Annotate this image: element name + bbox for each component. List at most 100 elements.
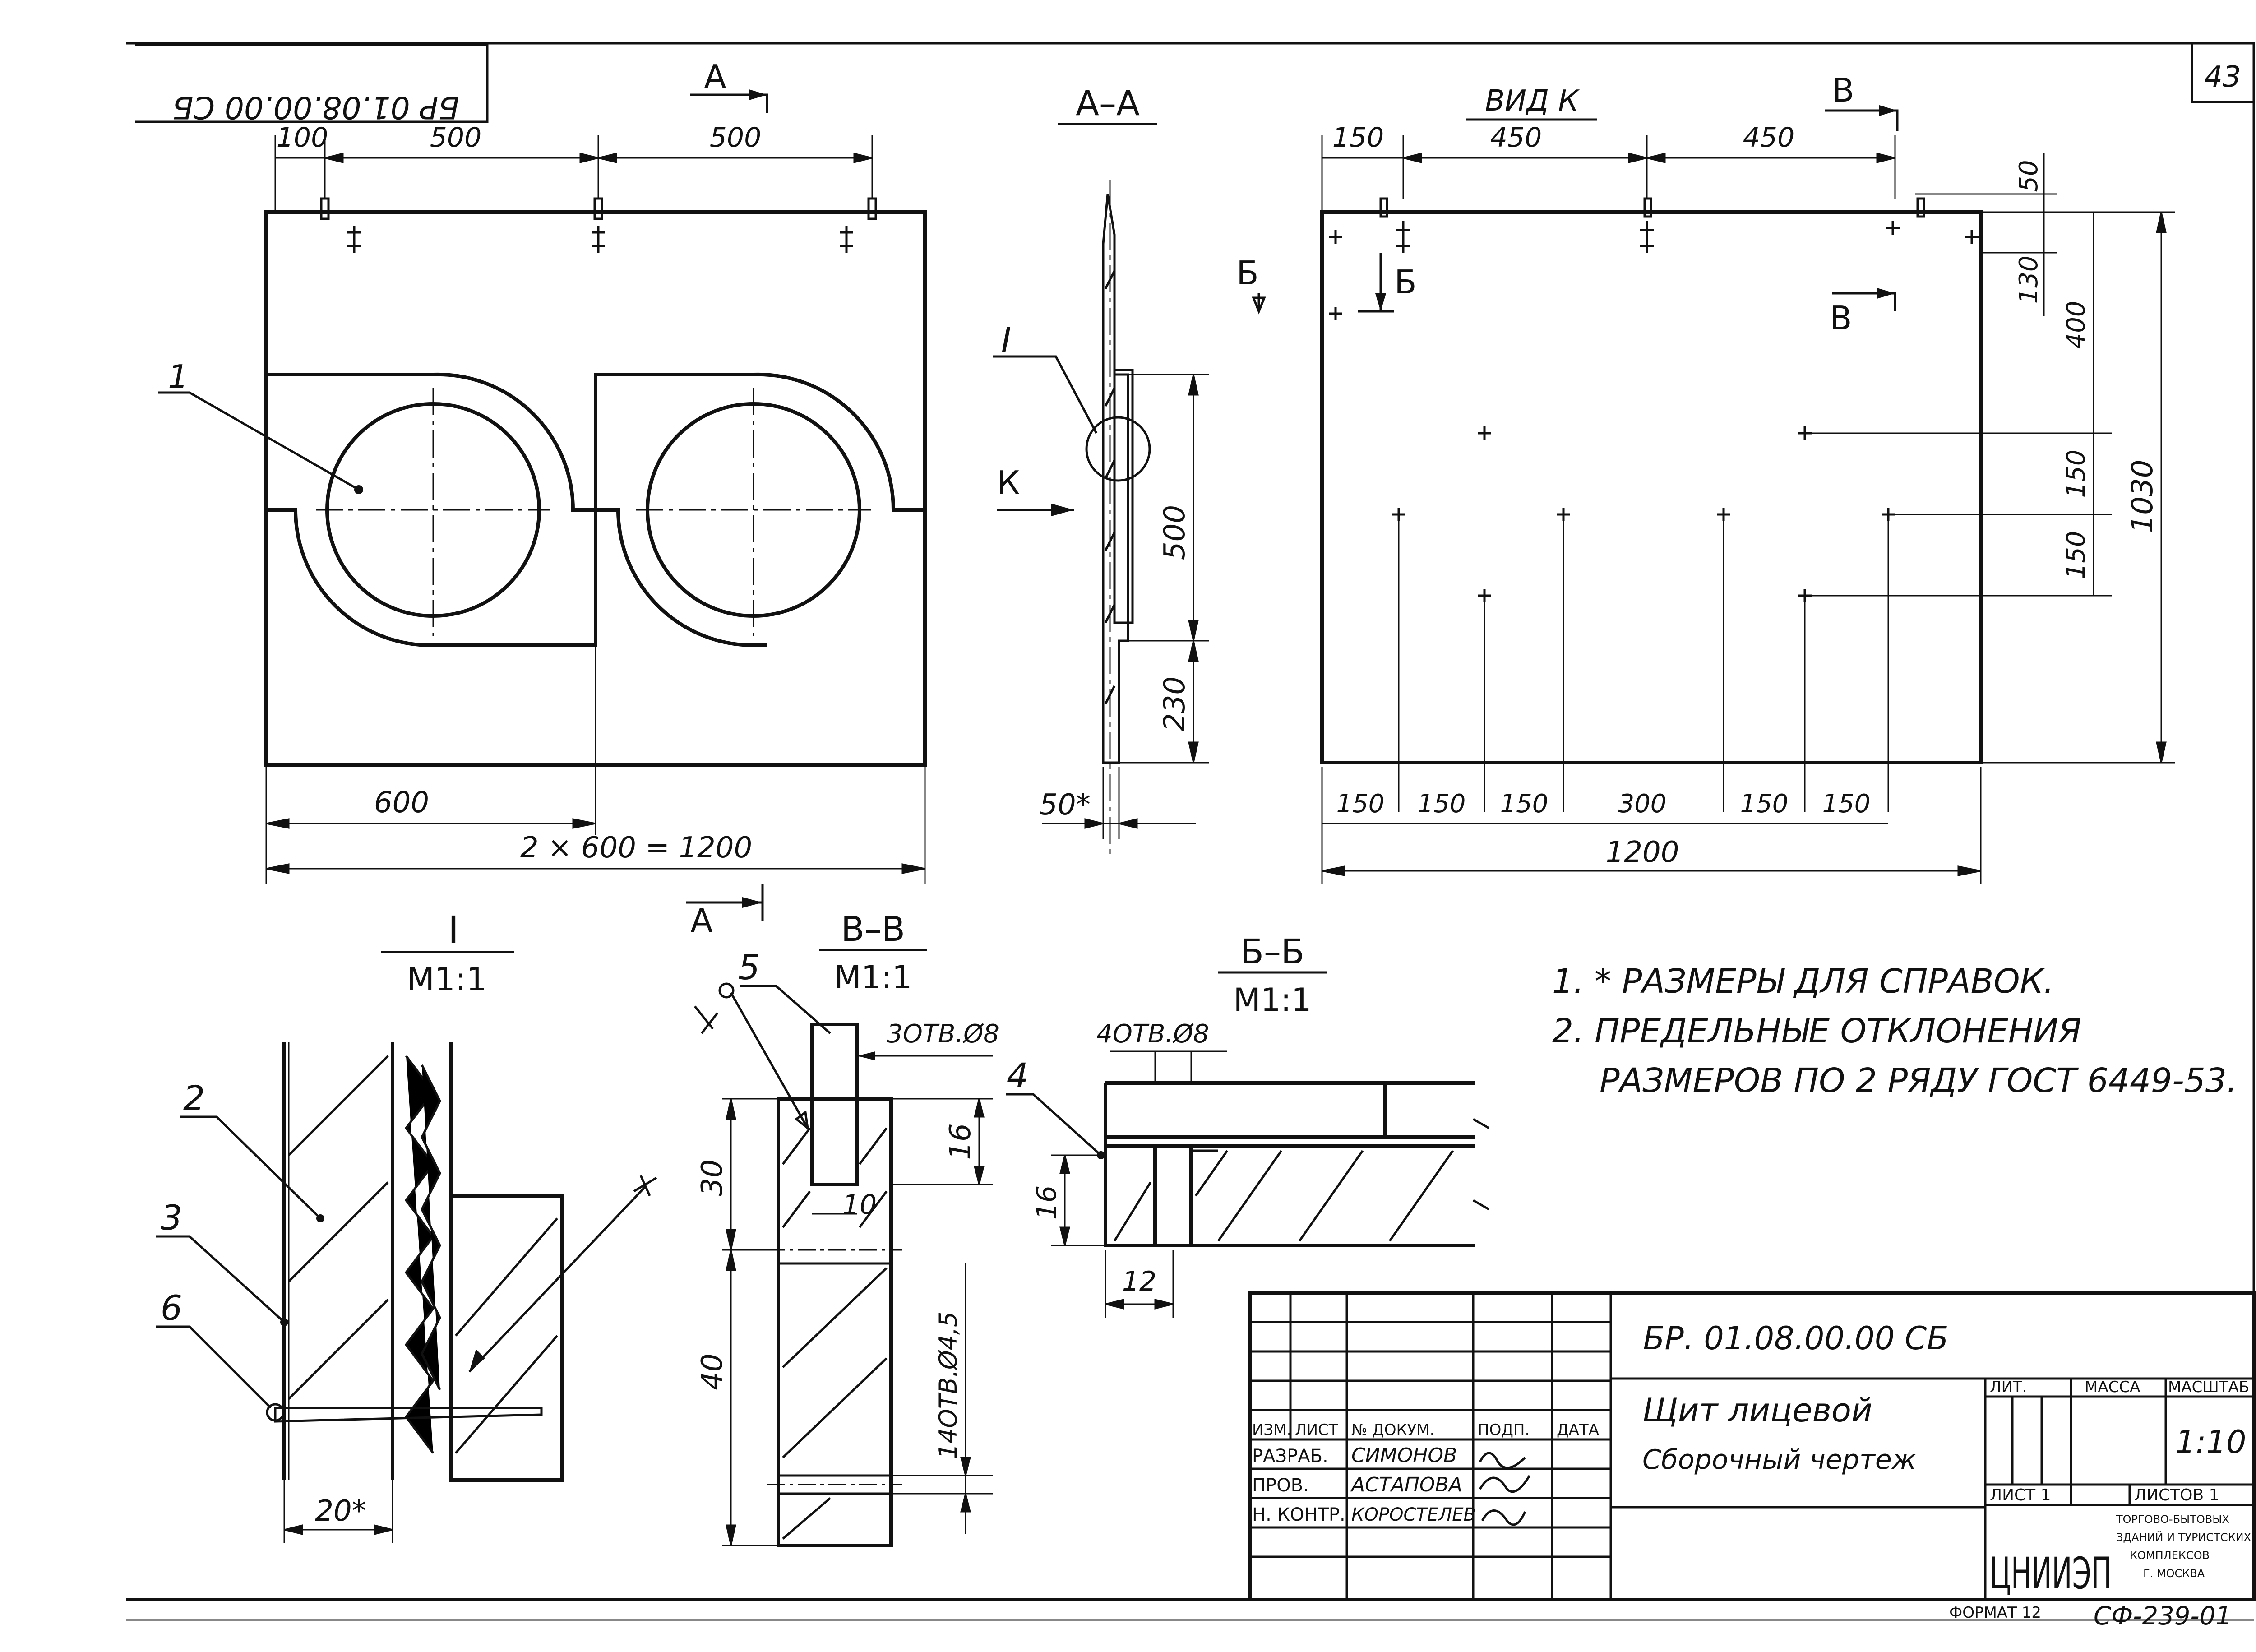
svg-text:ДАТА: ДАТА: [1557, 1421, 1599, 1439]
section-vv-title: В–В: [841, 909, 905, 949]
note-1: 1. * РАЗМЕРЫ ДЛЯ СПРАВОК.: [1552, 962, 2054, 1001]
svg-text:КОРОСТЕЛЕВ: КОРОСТЕЛЕВ: [1351, 1504, 1476, 1525]
svg-text:АСТАПОВА: АСТАПОВА: [1350, 1473, 1462, 1496]
view-k-dim-bottom-total: 1200: [1606, 836, 1679, 869]
svg-text:А: А: [690, 902, 712, 939]
view-k: ВИД К: [1320, 84, 2175, 884]
corner-code-box: БР 01.08.00.00 СБ: [135, 44, 489, 125]
view-k-dim-top-1: 150: [1332, 122, 1384, 153]
section-vv-scale: М1:1: [834, 959, 912, 996]
notes: 1. * РАЗМЕРЫ ДЛЯ СПРАВОК. 2. ПРЕДЕЛЬНЫЕ …: [1552, 962, 2238, 1100]
svg-text:А: А: [704, 58, 726, 96]
section-vv-dim-40: 40: [696, 1353, 729, 1390]
view-k-dim-bottom-5: 150: [1740, 789, 1789, 819]
svg-text:Н. КОНТР.: Н. КОНТР.: [1252, 1504, 1345, 1525]
title-block: БР. 01.08.00.00 СБ Щит лицевой Сборочный…: [1248, 1291, 2256, 1601]
view-k-dim-bottom-4: 300: [1618, 789, 1667, 819]
svg-text:ЛИСТ 1: ЛИСТ 1: [1990, 1486, 2051, 1504]
view-k-dim-right-6: 1030: [2126, 460, 2159, 533]
front-dim-half: 600: [374, 786, 429, 819]
svg-text:ПОДП.: ПОДП.: [1478, 1421, 1530, 1439]
svg-text:ЛИТ.: ЛИТ.: [1990, 1378, 2027, 1396]
section-bb-dim-16: 16: [1031, 1185, 1063, 1220]
svg-text:Б: Б: [1236, 254, 1258, 292]
view-k-dim-bottom-1: 150: [1336, 789, 1385, 819]
svg-text:№ ДОКУМ.: № ДОКУМ.: [1351, 1421, 1435, 1439]
view-k-dim-bottom-6: 150: [1822, 789, 1871, 819]
note-2-cont: РАЗМЕРОВ ПО 2 РЯДУ ГОСТ 6449-53.: [1600, 1061, 2238, 1100]
section-aa-dim-230: 230: [1158, 676, 1192, 731]
sheet-number-box: 43: [2191, 42, 2255, 103]
section-bb-title: Б–Б: [1240, 931, 1304, 972]
section-aa-callout: I: [1001, 320, 1011, 360]
svg-text:В: В: [1830, 299, 1852, 337]
title-designation: БР. 01.08.00.00 СБ: [1643, 1320, 1949, 1357]
section-vv-dim-30: 30: [696, 1159, 729, 1196]
title-name-2: Сборочный чертеж: [1642, 1444, 1916, 1476]
front-callout-1: 1: [168, 358, 189, 396]
svg-text:Б: Б: [1394, 263, 1416, 301]
title-name-1: Щит лицевой: [1642, 1391, 1872, 1429]
view-k-dim-right-2: 130: [2014, 256, 2043, 304]
stamp-code: СФ-239-01: [2094, 1601, 2232, 1631]
svg-text:Г. МОСКВА: Г. МОСКВА: [2143, 1567, 2205, 1580]
section-bb: Б–Б М1:1 4ОТВ.Ø8 4 16 12: [1006, 931, 1490, 1318]
corner-code: БР 01.08.00.00 СБ: [172, 89, 459, 125]
svg-text:ЛИСТ: ЛИСТ: [1295, 1421, 1338, 1439]
section-vv-holes-side: 14ОТВ.Ø4,5: [934, 1312, 962, 1459]
front-view: 100 500 500 600 2 × 600 = 1200 1: [158, 122, 927, 884]
view-k-dim-top-2: 450: [1490, 122, 1542, 153]
sheet-number: 43: [2204, 60, 2241, 94]
view-k-dim-top-3: 450: [1743, 122, 1795, 153]
section-marker-a-top: А: [690, 58, 768, 113]
org-logo: ЦНИИЭП: [1990, 1548, 2112, 1599]
view-k-dim-right-3: 400: [2062, 301, 2091, 349]
view-k-dim-right-5: 150: [2062, 531, 2091, 579]
svg-text:К: К: [997, 464, 1020, 502]
svg-text:РАЗРАБ.: РАЗРАБ.: [1252, 1446, 1328, 1467]
view-k-dim-right-1: 50: [2014, 160, 2043, 192]
format-label: ФОРМАТ 12: [1949, 1604, 2041, 1622]
note-2: 2. ПРЕДЕЛЬНЫЕ ОТКЛОНЕНИЯ: [1552, 1012, 2081, 1050]
detail-i-callout-2: 2: [183, 1078, 205, 1118]
section-bb-holes: 4ОТВ.Ø8: [1096, 1019, 1209, 1049]
section-vv-dim-10: 10: [842, 1189, 877, 1221]
section-bb-dim-12: 12: [1122, 1266, 1156, 1297]
detail-i-dim-20: 20*: [315, 1495, 366, 1528]
detail-i-title: I: [448, 908, 459, 952]
svg-text:МАСШТАБ: МАСШТАБ: [2168, 1378, 2249, 1396]
signatures: [1479, 1452, 1531, 1526]
section-vv: В–В М1:1 5 3ОТВ.Ø8: [694, 909, 999, 1547]
front-dim-top-2: 500: [430, 122, 482, 153]
section-aa: А–А I К 500 230: [993, 83, 1209, 857]
svg-text:ИЗМ.: ИЗМ.: [1252, 1421, 1291, 1439]
section-bb-callout-4: 4: [1007, 1055, 1028, 1096]
section-aa-title: А–А: [1076, 83, 1140, 123]
svg-text:МАССА: МАССА: [2085, 1378, 2140, 1396]
front-dim-top-3: 500: [710, 122, 762, 153]
svg-text:КОМПЛЕКСОВ: КОМПЛЕКСОВ: [2130, 1549, 2210, 1562]
svg-text:ЛИСТОВ 1: ЛИСТОВ 1: [2134, 1486, 2219, 1504]
view-k-dim-right-4: 150: [2062, 450, 2091, 498]
section-markers-view-k: В В Б Б: [1236, 71, 1899, 337]
front-dim-total: 2 × 600 = 1200: [520, 831, 752, 865]
view-k-dim-bottom-3: 150: [1500, 789, 1549, 819]
section-vv-holes-top: 3ОТВ.Ø8: [887, 1019, 999, 1049]
view-k-dim-bottom-2: 150: [1418, 789, 1466, 819]
detail-i-callout-3: 3: [161, 1198, 182, 1238]
section-marker-a-lower: А: [686, 884, 764, 939]
svg-text:ТОРГОВО-БЫТОВЫХ: ТОРГОВО-БЫТОВЫХ: [2116, 1513, 2229, 1526]
svg-text:В: В: [1832, 71, 1854, 109]
detail-i: I М1:1 2 3 6: [156, 908, 657, 1543]
section-bb-scale: М1:1: [1233, 981, 1311, 1018]
svg-text:ЗДАНИЙ И ТУРИСТСКИХ: ЗДАНИЙ И ТУРИСТСКИХ: [2116, 1531, 2251, 1544]
view-k-title: ВИД К: [1485, 84, 1580, 118]
section-vv-callout-5: 5: [738, 947, 760, 987]
svg-text:СИМОНОВ: СИМОНОВ: [1351, 1444, 1457, 1467]
svg-text:ПРОВ.: ПРОВ.: [1252, 1475, 1309, 1496]
detail-i-scale: М1:1: [407, 960, 487, 998]
section-aa-dim-500: 500: [1158, 505, 1192, 560]
detail-i-callout-6: 6: [161, 1288, 182, 1328]
section-aa-dim-50: 50*: [1039, 788, 1090, 822]
